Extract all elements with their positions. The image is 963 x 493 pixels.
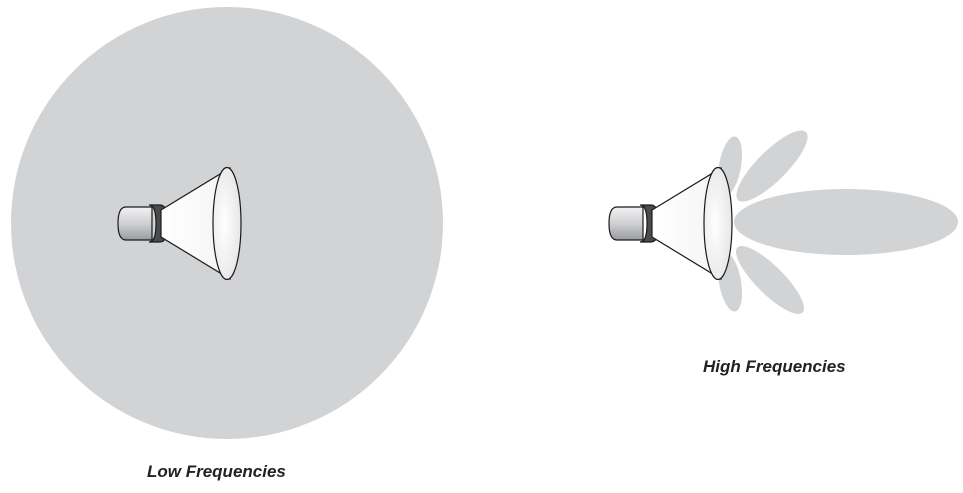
speaker-magnet-body (608, 206, 644, 241)
directional-lobes (717, 130, 958, 314)
high-frequency-speaker-icon (608, 166, 733, 281)
speaker-cone-mouth (212, 166, 242, 281)
speaker-cone-mouth (703, 166, 733, 281)
lower-outer-side-lobe (736, 246, 804, 314)
speaker-magnet-body (117, 206, 153, 241)
main-forward-lobe (734, 189, 958, 255)
high-frequencies-caption: High Frequencies (703, 357, 846, 376)
low-frequency-group (11, 7, 443, 439)
high-frequency-group (608, 130, 958, 314)
low-frequency-speaker-icon (117, 166, 242, 281)
low-frequencies-caption: Low Frequencies (147, 462, 286, 481)
upper-outer-side-lobe (736, 130, 808, 202)
